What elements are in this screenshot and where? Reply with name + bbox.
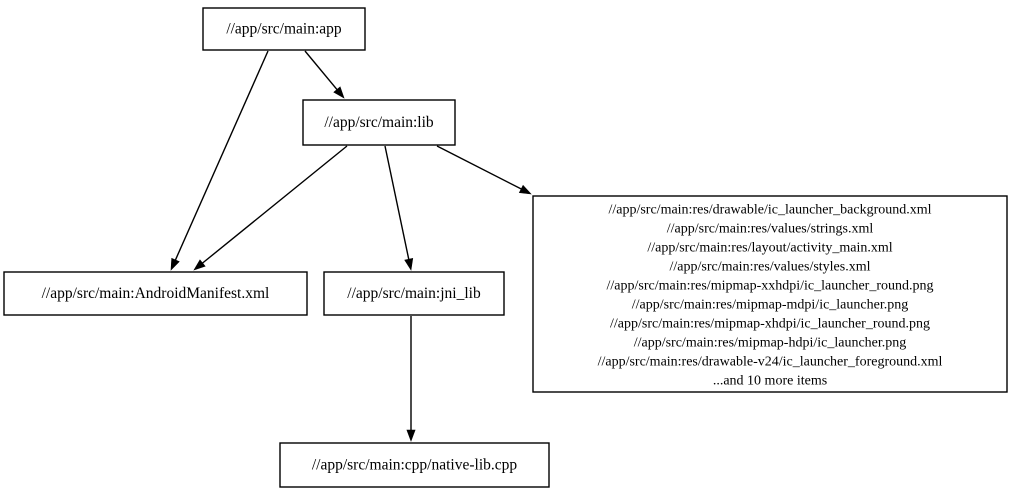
edge-lib-to-resources (436, 145, 532, 195)
arrowhead-icon (193, 259, 206, 271)
arrowhead-icon (406, 429, 416, 442)
edge-app-to-lib (304, 50, 345, 99)
arrowhead-icon (518, 184, 532, 195)
node-label-resources-line-2: //app/src/main:res/layout/activity_main.… (647, 240, 892, 255)
node-label-resources-line-7: //app/src/main:res/mipmap-hdpi/ic_launch… (634, 335, 907, 350)
edge-app-to-manifest (170, 50, 269, 271)
node-label-resources-line-3: //app/src/main:res/values/styles.xml (669, 259, 870, 274)
node-label-jni_lib: //app/src/main:jni_lib (347, 285, 481, 302)
edge-lib-to-jni_lib (384, 145, 414, 271)
nodes-layer: //app/src/main:app //app/src/main:lib //ap… (3, 7, 1008, 488)
node-label-resources-line-4: //app/src/main:res/mipmap-xxhdpi/ic_laun… (607, 278, 934, 293)
edge-line (200, 145, 348, 265)
edge-line (436, 145, 523, 191)
node-lib[interactable]: //app/src/main:lib (302, 99, 456, 146)
node-label-resources-line-1: //app/src/main:res/values/strings.xml (667, 221, 874, 236)
node-app[interactable]: //app/src/main:app (202, 7, 366, 51)
edges-layer (170, 50, 532, 442)
node-box-lib[interactable] (302, 99, 456, 146)
node-jni_lib[interactable]: //app/src/main:jni_lib (323, 271, 505, 316)
node-resources[interactable]: //app/src/main:res/drawable/ic_launcher_… (532, 195, 1008, 393)
node-label-resources-line-8: //app/src/main:res/drawable-v24/ic_launc… (598, 354, 943, 369)
edge-jni_lib-to-native_lib (406, 316, 416, 442)
node-label-app: //app/src/main:app (226, 21, 342, 38)
edge-line (174, 50, 269, 262)
node-box-resources[interactable] (532, 195, 1008, 393)
node-manifest[interactable]: //app/src/main:AndroidManifest.xml (3, 271, 308, 316)
node-native_lib[interactable]: //app/src/main:cpp/native-lib.cpp (279, 442, 550, 488)
node-label-resources-line-0: //app/src/main:res/drawable/ic_launcher_… (608, 202, 931, 217)
arrowhead-icon (333, 86, 345, 99)
node-box-app[interactable] (202, 7, 366, 51)
node-box-manifest[interactable] (3, 271, 308, 316)
edge-line (384, 145, 410, 261)
node-label-lib: //app/src/main:lib (324, 114, 434, 131)
arrowhead-icon (170, 257, 180, 271)
edge-lib-to-manifest (193, 145, 348, 271)
edge-line (304, 50, 339, 92)
node-label-resources-line-9: ...and 10 more items (713, 373, 827, 388)
arrowhead-icon (404, 258, 414, 271)
node-label-native_lib: //app/src/main:cpp/native-lib.cpp (312, 457, 518, 474)
node-label-resources-line-6: //app/src/main:res/mipmap-xhdpi/ic_launc… (610, 316, 930, 331)
node-label-manifest: //app/src/main:AndroidManifest.xml (42, 285, 270, 302)
node-box-native_lib[interactable] (279, 442, 550, 488)
node-box-jni_lib[interactable] (323, 271, 505, 316)
node-label-resources-line-5: //app/src/main:res/mipmap-mdpi/ic_launch… (632, 297, 908, 312)
